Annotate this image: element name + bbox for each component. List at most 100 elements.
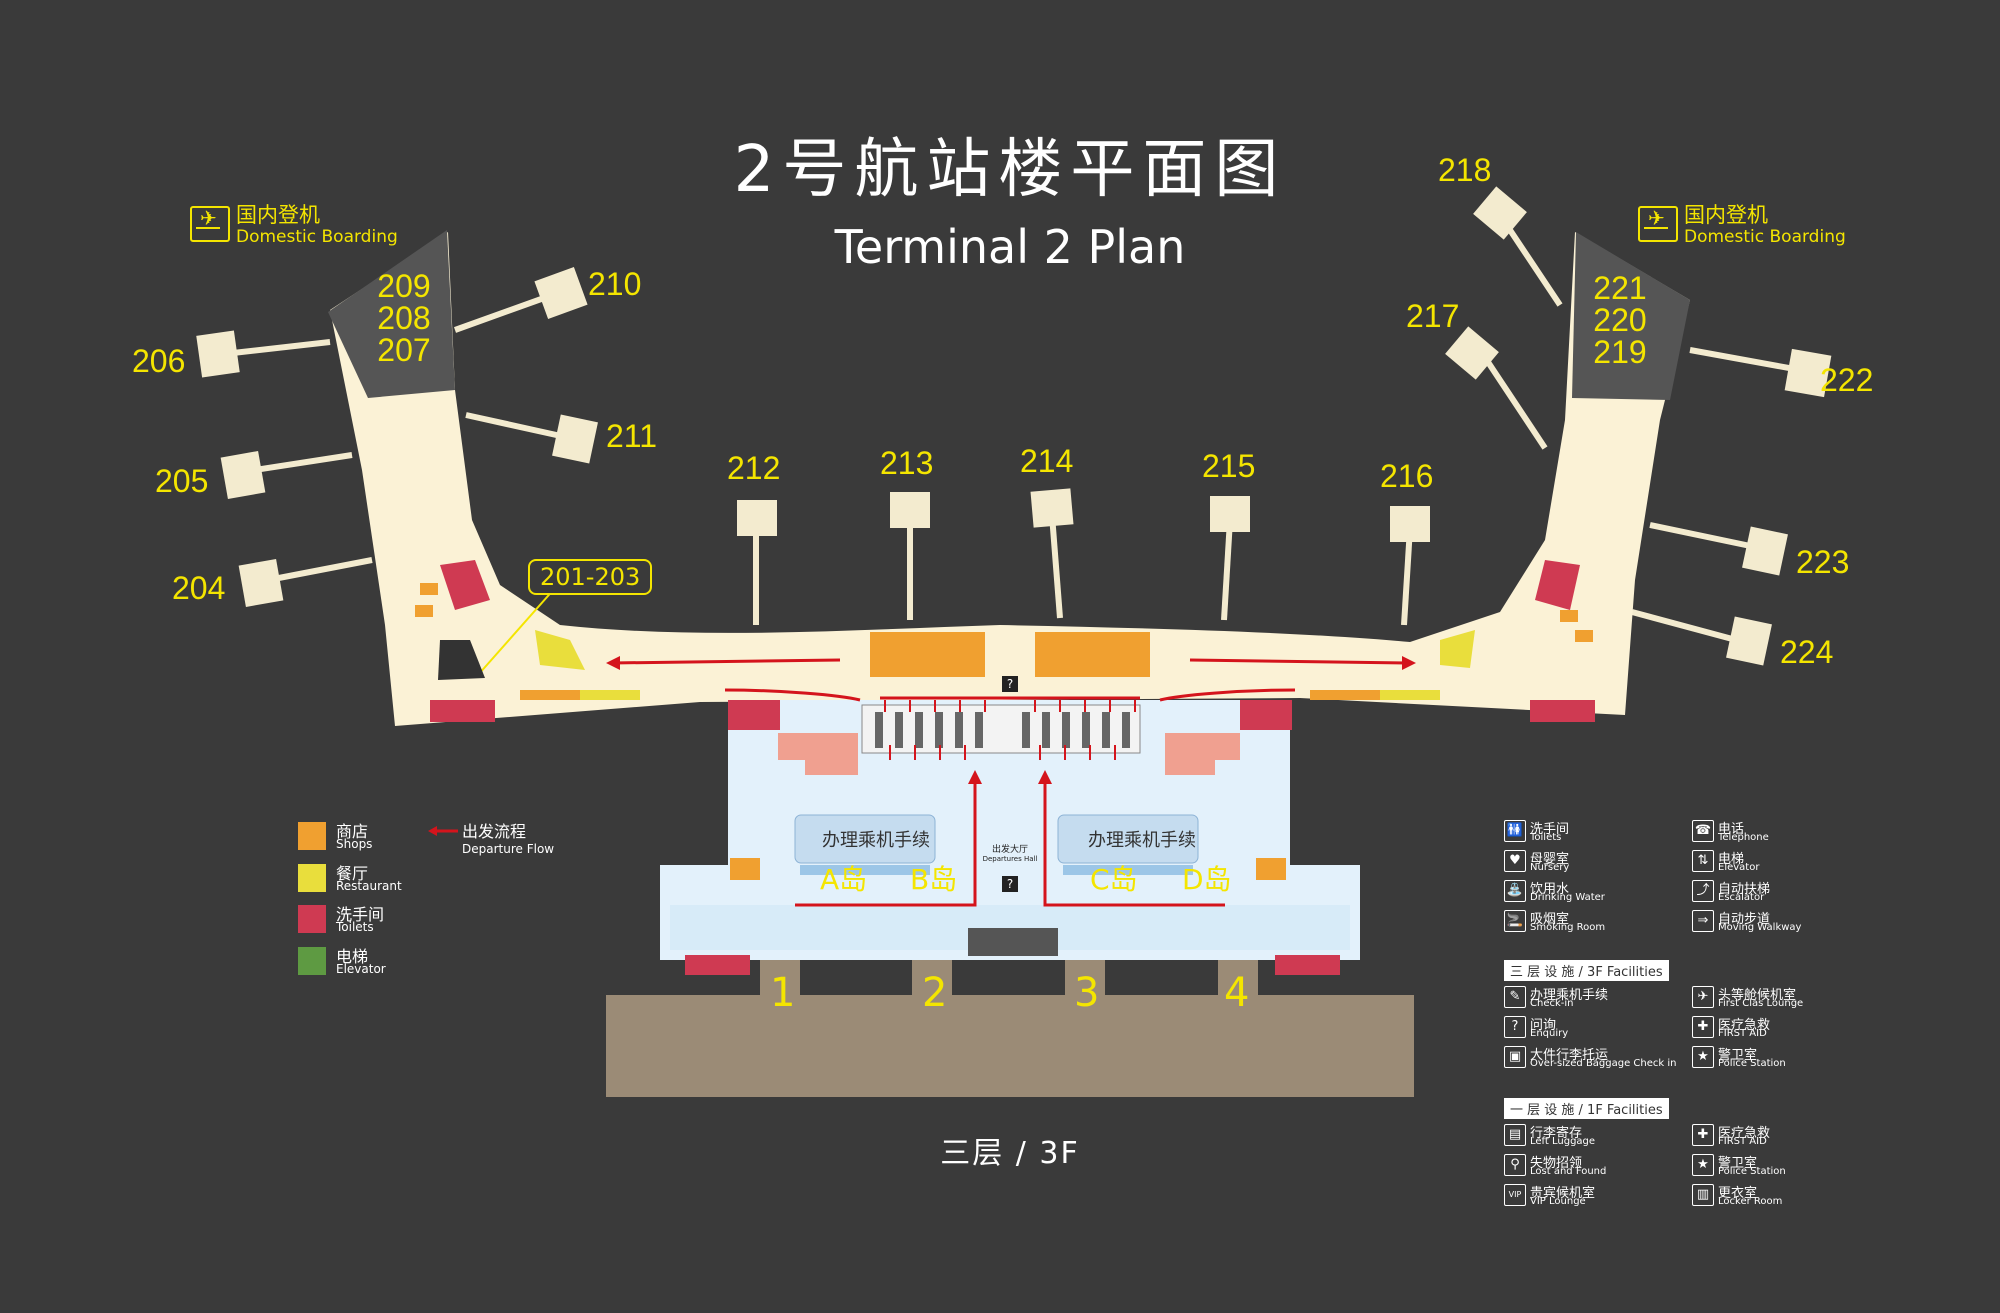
gate-215[interactable]: 215 bbox=[1202, 448, 1256, 484]
facility-en: First Clas Lounge bbox=[1718, 998, 1804, 1009]
facility-cn: 头等舱候机室 bbox=[1718, 988, 1797, 1003]
facility-icon: ♥ bbox=[1504, 850, 1526, 872]
facility-en: Police Station bbox=[1718, 1166, 1786, 1177]
door-2[interactable]: 2 bbox=[922, 970, 948, 1016]
escalator-block bbox=[438, 640, 485, 680]
gate-boxes bbox=[196, 186, 1832, 666]
facility-en: FIRST AID bbox=[1718, 1136, 1767, 1147]
gate-216[interactable]: 216 bbox=[1380, 458, 1434, 494]
facility-icon: ⚲ bbox=[1504, 1154, 1526, 1176]
facility-cn: 自动步道 bbox=[1718, 912, 1771, 927]
door-4[interactable]: 4 bbox=[1224, 970, 1250, 1016]
gate-205[interactable]: 205 bbox=[155, 463, 209, 499]
door-3[interactable]: 3 bbox=[1074, 970, 1100, 1016]
gate-207[interactable]: 207 bbox=[377, 332, 431, 368]
facility-en: Over-sized Baggage Check in bbox=[1530, 1058, 1677, 1069]
gate-210[interactable]: 210 bbox=[588, 266, 642, 302]
gate-piers bbox=[214, 213, 1801, 643]
security-blocks bbox=[778, 733, 1240, 775]
island-a[interactable]: A岛 bbox=[820, 863, 868, 896]
facility-en: Moving Walkway bbox=[1718, 922, 1802, 933]
door-pillars bbox=[760, 955, 1258, 1000]
door-1[interactable]: 1 bbox=[770, 970, 796, 1016]
gate-206[interactable]: 206 bbox=[132, 343, 186, 379]
security-gates bbox=[875, 712, 1130, 748]
gate-214[interactable]: 214 bbox=[1020, 443, 1074, 479]
facility-cn: 问询 bbox=[1530, 1018, 1557, 1033]
legend-swatch bbox=[298, 905, 326, 933]
enquiry-icon[interactable]: ? bbox=[1002, 676, 1018, 692]
facility-cn: 办理乘机手续 bbox=[1530, 988, 1609, 1003]
gate-208[interactable]: 208 bbox=[377, 300, 431, 336]
gate-222[interactable]: 222 bbox=[1820, 362, 1874, 398]
facility-cn: 母婴室 bbox=[1530, 852, 1570, 867]
floor-label: 三层 / 3F bbox=[940, 1136, 1080, 1171]
boarding-icon bbox=[190, 206, 230, 242]
facility-icon: 🚬 bbox=[1504, 910, 1526, 932]
facility-icon: ▤ bbox=[1504, 1124, 1526, 1146]
departures-hall-label: 出发大厅 Departures Hall bbox=[978, 842, 1042, 863]
legend-cn: 商店 bbox=[336, 822, 369, 841]
gate-group-201-203[interactable]: 201-203 bbox=[528, 559, 653, 595]
facilities-3f-heading: 三 层 设 施 / 3F Facilities bbox=[1504, 960, 1669, 981]
facility-icon: ⛲ bbox=[1504, 880, 1526, 902]
facility-en: Escalator bbox=[1718, 892, 1765, 903]
flow-cn: 出发流程 bbox=[462, 822, 527, 841]
legend-cn: 洗手间 bbox=[336, 905, 385, 924]
legend-en: Restaurant bbox=[336, 879, 402, 893]
boarding-en: Domestic Boarding bbox=[236, 227, 398, 247]
gate-209[interactable]: 209 bbox=[377, 268, 431, 304]
facility-icon: ▣ bbox=[1504, 1046, 1526, 1068]
facility-icon: ⇒ bbox=[1692, 910, 1714, 932]
gate-204[interactable]: 204 bbox=[172, 570, 226, 606]
gate-211[interactable]: 211 bbox=[606, 418, 658, 454]
facility-cn: 自动扶梯 bbox=[1718, 882, 1771, 897]
toilets bbox=[430, 560, 1595, 975]
flow-arrowheads bbox=[606, 656, 1416, 784]
enquiry-icon[interactable]: ? bbox=[1002, 876, 1018, 892]
facility-en: VIP Lounge bbox=[1530, 1196, 1586, 1207]
gate-219[interactable]: 219 bbox=[1593, 334, 1647, 370]
curb-road bbox=[606, 995, 1414, 1097]
right-gate-room bbox=[1572, 232, 1690, 400]
facility-icon: ☎ bbox=[1692, 820, 1714, 842]
departure-flow-arrows bbox=[611, 658, 1411, 907]
gate-221[interactable]: 221 bbox=[1593, 270, 1647, 306]
flow-arrow-icon bbox=[428, 826, 458, 836]
facilities-1f-heading: 一 层 设 施 / 1F Facilities bbox=[1504, 1098, 1669, 1119]
facility-icon: ⤴ bbox=[1692, 880, 1714, 902]
facility-cn: 医疗急救 bbox=[1718, 1018, 1771, 1033]
gate-224[interactable]: 224 bbox=[1780, 634, 1834, 670]
facility-icon: VIP bbox=[1504, 1184, 1526, 1206]
gate-stack-left: 209 208 207 bbox=[372, 270, 436, 366]
facility-cn: 警卫室 bbox=[1718, 1156, 1758, 1171]
central-stair bbox=[968, 928, 1058, 956]
departures-hall-en: Departures Hall bbox=[982, 855, 1038, 863]
boarding-cn: 国内登机 bbox=[236, 203, 320, 227]
checkin-islands bbox=[794, 814, 1199, 875]
facility-icon: 🚻 bbox=[1504, 820, 1526, 842]
gate-218[interactable]: 218 bbox=[1438, 152, 1492, 188]
gate-stack-right: 221 220 219 bbox=[1588, 272, 1652, 368]
flow-en: Departure Flow bbox=[462, 842, 555, 856]
facility-cn: 电话 bbox=[1718, 822, 1745, 837]
checkin-label-left: 办理乘机手续 bbox=[822, 830, 930, 851]
facility-cn: 更衣室 bbox=[1718, 1186, 1758, 1201]
facility-icon: ★ bbox=[1692, 1154, 1714, 1176]
facility-en: Nursery bbox=[1530, 862, 1570, 873]
island-d[interactable]: D岛 bbox=[1182, 863, 1232, 896]
island-b[interactable]: B岛 bbox=[910, 863, 958, 896]
gate-213[interactable]: 213 bbox=[880, 445, 934, 481]
facility-icon: ✚ bbox=[1692, 1124, 1714, 1146]
legend-swatch bbox=[298, 947, 326, 975]
gate-212[interactable]: 212 bbox=[727, 450, 781, 486]
facility-cn: 医疗急救 bbox=[1718, 1126, 1771, 1141]
gate-223[interactable]: 223 bbox=[1796, 544, 1850, 580]
gate-220[interactable]: 220 bbox=[1593, 302, 1647, 338]
island-c[interactable]: C岛 bbox=[1090, 863, 1138, 896]
gate-217[interactable]: 217 bbox=[1406, 298, 1460, 334]
facility-cn: 行李寄存 bbox=[1530, 1126, 1583, 1141]
